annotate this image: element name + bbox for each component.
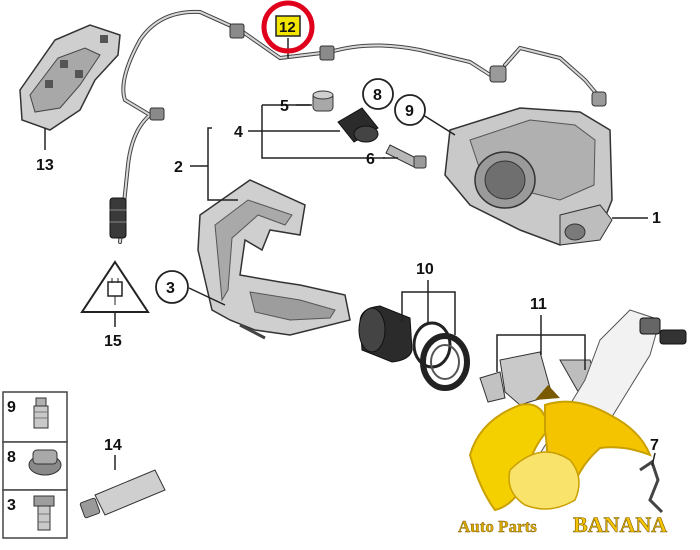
callout-4: 4 — [234, 124, 243, 141]
carrier-bracket-part-3 — [197, 179, 351, 340]
callout-9: 9 — [405, 103, 414, 120]
callout-14: 14 — [104, 437, 122, 454]
callout-13: 13 — [36, 157, 54, 174]
piston-part-10 — [358, 305, 413, 363]
callout-3: 3 — [166, 280, 175, 297]
spring-clip-part-7 — [639, 459, 664, 514]
brake-wear-sensor-wire — [109, 9, 607, 244]
callout-labels: 1 2 3 4 5 6 7 8 9 10 11 12 13 14 15 9 8 … — [7, 0, 661, 514]
dust-boot-part-10b — [420, 333, 470, 391]
logo-text-auto-parts: Auto Parts — [458, 517, 537, 536]
legend-label-9: 9 — [7, 399, 16, 416]
guide-pin-part-6 — [385, 144, 427, 169]
bushing-part-4 — [337, 107, 379, 143]
warning-triangle-icon — [80, 260, 150, 327]
callout-2: 2 — [174, 159, 183, 176]
callout-7: 7 — [650, 437, 659, 454]
cap-part-5 — [312, 90, 334, 112]
legend-label-8: 8 — [7, 449, 16, 466]
highlight-part-12: 12 — [261, 0, 315, 54]
grease-tube-part-14 — [79, 455, 166, 519]
legend-label-3: 3 — [7, 497, 16, 514]
logo-text-banana: BANANA — [573, 512, 667, 537]
leader-lines — [188, 38, 656, 467]
highlight-ring — [261, 0, 315, 54]
callout-6: 6 — [366, 151, 375, 168]
fastener-legend — [2, 391, 68, 539]
bracket-part-13 — [19, 24, 121, 150]
callout-1: 1 — [652, 210, 661, 227]
banana-logo: Auto Parts BANANA — [458, 385, 668, 537]
callout-15: 15 — [104, 333, 122, 350]
callout-10: 10 — [416, 261, 434, 278]
callout-8: 8 — [373, 87, 382, 104]
callout-12: 12 — [279, 19, 296, 36]
callout-11: 11 — [530, 296, 547, 313]
caliper-housing-part-1 — [444, 107, 648, 246]
callout-5: 5 — [280, 98, 289, 115]
